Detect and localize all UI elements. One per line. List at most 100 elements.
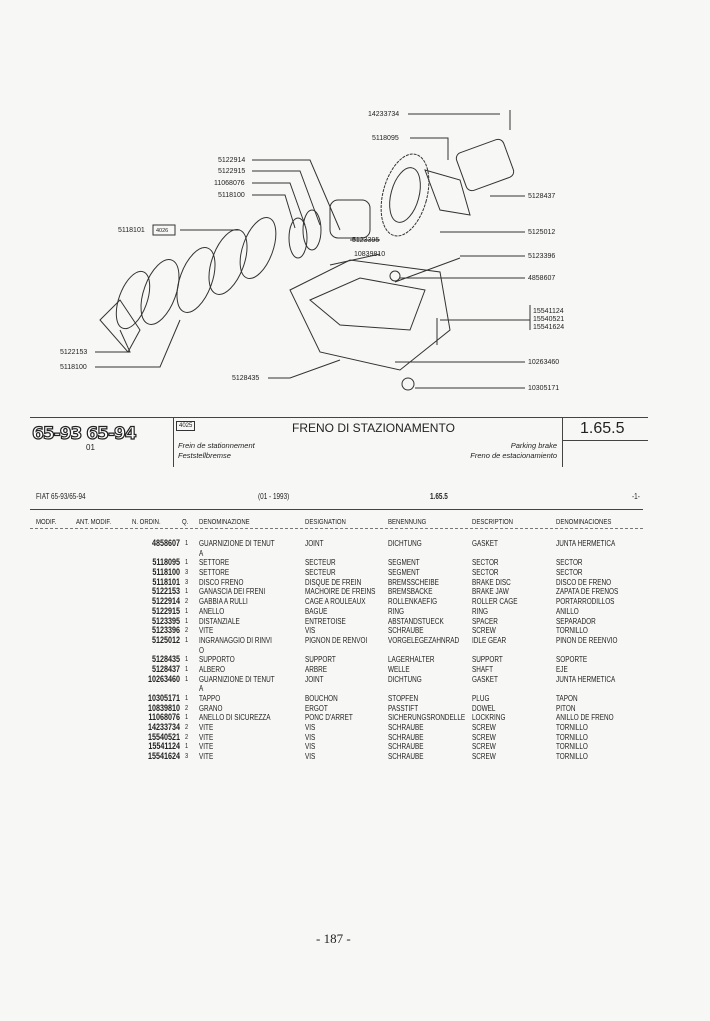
callout: 10263460 — [528, 359, 559, 366]
rule — [30, 528, 643, 529]
benennung: DICHTUNG — [388, 539, 422, 548]
quantity: 1 — [185, 636, 189, 644]
quantity: 1 — [185, 588, 189, 596]
denominaciones: PITON — [556, 703, 576, 713]
denominazione: DISCO FRENO — [199, 577, 244, 587]
rule — [30, 509, 643, 510]
denominazione: SETTORE — [199, 568, 230, 578]
page-title: FRENO DI STAZIONAMENTO — [292, 421, 455, 435]
denominazione: VITE — [199, 742, 214, 752]
designation: VIS — [305, 723, 316, 733]
part-number: 15540521 — [147, 731, 180, 742]
denominazione: VITE — [199, 752, 214, 762]
part-number: 5128435 — [151, 654, 180, 665]
quantity: 2 — [185, 733, 189, 741]
denominaciones: SOPORTE — [556, 655, 588, 665]
benennung: RING — [388, 606, 404, 616]
denominaciones: TORNILLO — [556, 752, 588, 762]
benennung: SEGMENT — [388, 568, 420, 578]
quantity: 1 — [185, 675, 189, 683]
benennung: DICHTUNG — [388, 674, 422, 684]
denominaciones: ZAPATA DE FRENOS — [556, 587, 619, 597]
callout: 10839810 — [354, 251, 385, 258]
denominazione: VITE — [199, 626, 214, 636]
denominazione: GRANO — [199, 703, 223, 713]
part-number: 5125012 — [151, 634, 180, 645]
section-number: 1.65.5 — [580, 420, 625, 437]
model-badges: 65-93 65-94 — [31, 423, 137, 444]
denominazione: GABBIA A RULLI — [199, 597, 248, 607]
denominazione: DISTANZIALE — [199, 616, 240, 626]
quantity: 2 — [185, 724, 189, 732]
designation: SECTEUR — [305, 558, 336, 568]
quantity: 1 — [185, 656, 189, 664]
quantity: 3 — [185, 753, 189, 761]
callout: 5123396 — [528, 253, 555, 260]
designation: BAGUE — [305, 606, 328, 616]
part-number: 4858607 — [151, 538, 180, 548]
designation: SUPPORT — [305, 655, 336, 665]
callout: 5123395 — [352, 237, 379, 244]
date-ref: (01 - 1993) — [258, 492, 290, 501]
designation: PIGNON DE RENVOI — [305, 635, 368, 645]
designation: ENTRETOISE — [305, 616, 346, 626]
designation: CAGE A ROULEAUX — [305, 597, 366, 607]
callout: 5118101 — [118, 227, 145, 234]
col-modif: MODIF. — [36, 517, 57, 526]
callout: 5128437 — [528, 193, 555, 200]
denominaciones: TORNILLO — [556, 626, 588, 636]
denominazione: TAPPO — [199, 694, 221, 704]
part-number: 5118095 — [152, 557, 180, 568]
col-denominaciones: DENOMINACIONES — [556, 517, 612, 526]
denominazione: GANASCIA DEI FRENI — [199, 587, 266, 597]
description: BRAKE DISC — [472, 577, 511, 587]
denominaciones: SEPARADOR — [556, 616, 596, 626]
part-number: 15541624 — [147, 751, 180, 762]
description: RING — [472, 606, 488, 616]
part-number: 10839810 — [147, 702, 180, 713]
part-number: 5123396 — [151, 625, 180, 636]
designation: VIS — [305, 752, 316, 762]
col-designation: DESIGNATION — [305, 517, 346, 526]
callout: 10305171 — [528, 385, 559, 392]
quantity: 1 — [185, 617, 189, 625]
benennung: SICHERUNGSRONDELLE — [388, 713, 466, 723]
description: GASKET — [472, 539, 498, 548]
title-de: Feststellbremse — [178, 451, 231, 460]
denominaciones: ANILLO DE FRENO — [556, 713, 614, 723]
callout: 5122915 — [218, 168, 245, 175]
part-callouts: 14233734 5118095 5122914 5122915 1106807… — [60, 111, 564, 392]
benennung: SCHRAUBE — [388, 752, 424, 762]
part-number: 5128437 — [151, 663, 180, 674]
callout: 15541624 — [533, 324, 564, 331]
description: SCREW — [472, 732, 496, 742]
benennung: SCHRAUBE — [388, 742, 424, 752]
quantity: 2 — [185, 704, 189, 712]
col-benennung: BENENNUNG — [388, 517, 427, 526]
quantity: 3 — [185, 569, 189, 577]
quantity: 1 — [185, 540, 189, 547]
description: BRAKE JAW — [472, 587, 509, 597]
denominaciones: DISCO DE FRENO — [556, 577, 612, 587]
part-number: 5123395 — [151, 615, 180, 626]
designation: VIS — [305, 732, 316, 742]
description: SCREW — [472, 626, 496, 636]
denominaciones: TORNILLO — [556, 732, 588, 742]
denominaciones: SECTOR — [556, 568, 583, 578]
callout: 15541124 — [533, 308, 564, 315]
designation: VIS — [305, 742, 316, 752]
col-ant-modif: ANT. MODIF. — [76, 517, 112, 526]
benennung: PASSTIFT — [388, 703, 419, 713]
callout: 5122153 — [60, 349, 87, 356]
callout: 11068076 — [214, 180, 245, 187]
denominaciones: JUNTA HERMETICA — [556, 539, 616, 548]
